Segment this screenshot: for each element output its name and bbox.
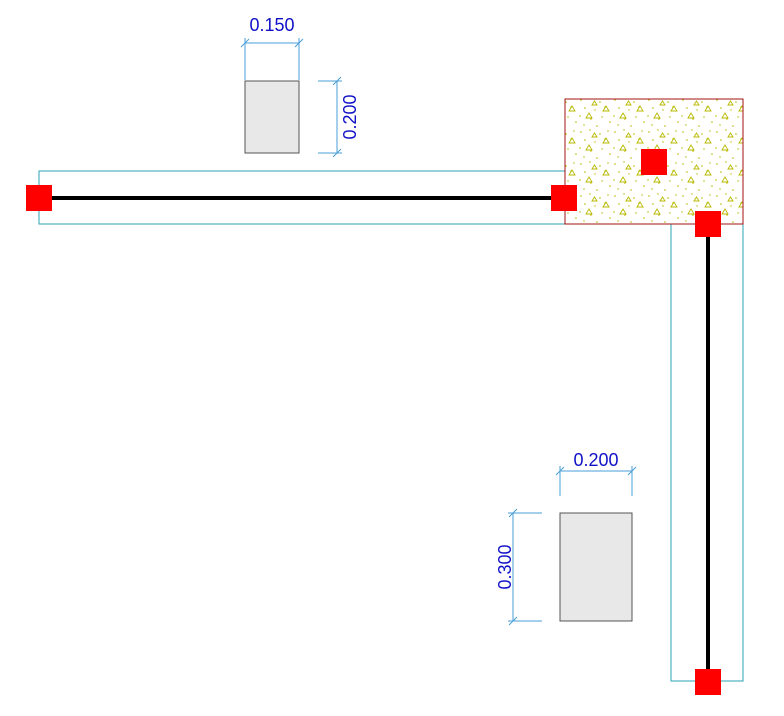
dimension-section-1-width (240, 38, 304, 80)
dimension-section-2-width (555, 466, 637, 496)
node-vertical-bottom[interactable] (695, 669, 721, 695)
node-column-center[interactable] (641, 149, 667, 175)
node-left-end[interactable] (26, 185, 52, 211)
dimension-section-2-width-label: 0.200 (573, 450, 618, 470)
node-right-end[interactable] (551, 185, 577, 211)
dimension-section-1-width-label: 0.150 (249, 15, 294, 35)
dimension-section-1-height (318, 76, 342, 158)
node-vertical-top[interactable] (695, 211, 721, 237)
cross-section-1[interactable] (244, 80, 300, 154)
dimension-section-2-height (508, 508, 542, 626)
dimension-section-2-height-label: 0.300 (495, 544, 515, 589)
cross-section-2[interactable] (559, 512, 633, 622)
dimension-section-1-height-label: 0.200 (340, 94, 360, 139)
